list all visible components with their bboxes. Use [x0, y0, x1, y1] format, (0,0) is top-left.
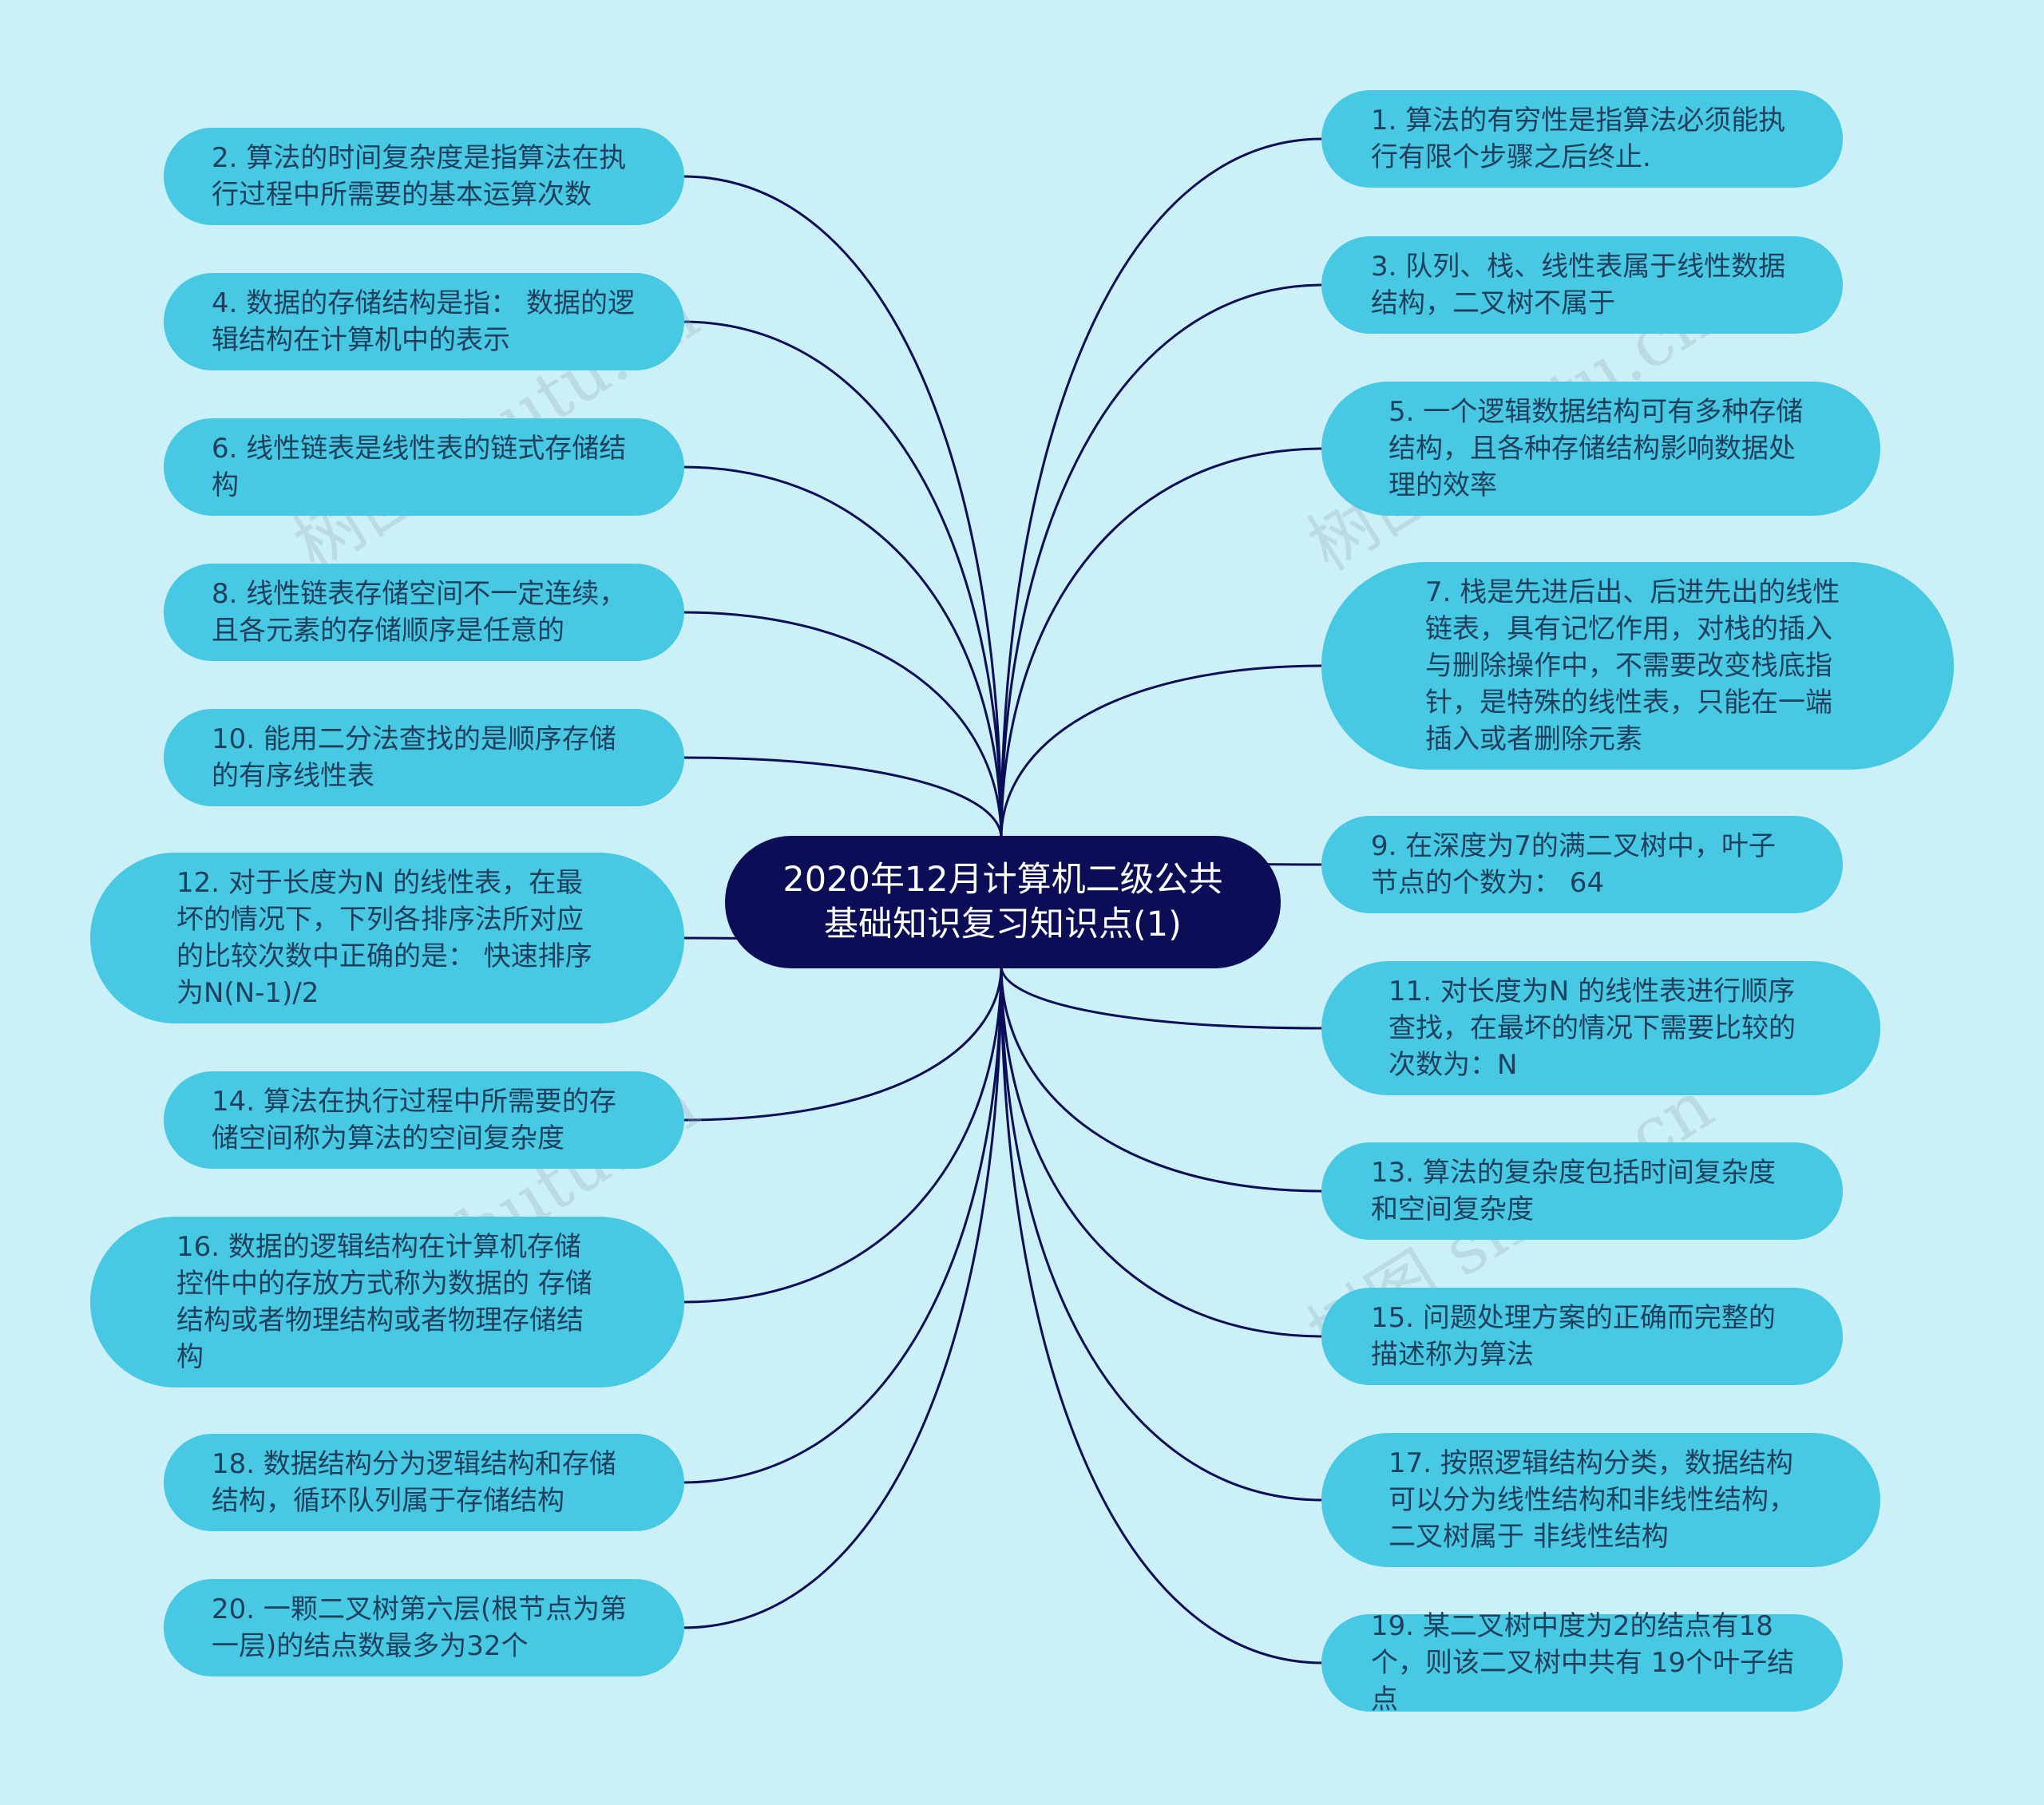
left-node-10[interactable]: 20. 一颗二叉树第六层(根节点为第一层)的结点数最多为32个: [164, 1579, 684, 1676]
connector-right-4: [1000, 664, 1324, 839]
left-node-4[interactable]: 8. 线性链表存储空间不一定连续，且各元素的存储顺序是任意的: [164, 564, 684, 661]
left-node-9-text: 18. 数据结构分为逻辑结构和存储结构，循环队列属于存储结构: [212, 1448, 616, 1517]
connector-right-6: [1000, 965, 1324, 1030]
right-node-7[interactable]: 13. 算法的复杂度包括时间复杂度和空间复杂度: [1321, 1142, 1843, 1240]
right-node-6[interactable]: 11. 对长度为N 的线性表进行顺序查找，在最坏的情况下需要比较的次数为：N: [1321, 961, 1880, 1095]
left-node-1[interactable]: 2. 算法的时间复杂度是指算法在执行过程中所需要的基本运算次数: [164, 128, 684, 225]
connector-left-5: [682, 756, 1003, 839]
right-node-6-text: 11. 对长度为N 的线性表进行顺序查找，在最坏的情况下需要比较的次数为：N: [1388, 976, 1796, 1081]
connector-left-4: [682, 611, 1003, 839]
right-node-9-text: 17. 按照逻辑结构分类，数据结构可以分为线性结构和非线性结构，二叉树属于 非线…: [1388, 1447, 1796, 1553]
right-node-9[interactable]: 17. 按照逻辑结构分类，数据结构可以分为线性结构和非线性结构，二叉树属于 非线…: [1321, 1433, 1880, 1567]
connector-left-9: [682, 965, 1003, 1484]
connector-left-10: [682, 965, 1003, 1629]
connector-left-7: [682, 965, 1003, 1122]
right-node-8-text: 15. 问题处理方案的正确而完整的描述称为算法: [1371, 1302, 1776, 1371]
right-node-1-text: 1. 算法的有穷性是指算法必须能执行有限个步骤之后终止.: [1371, 105, 1786, 173]
central-topic-label: 2020年12月计算机二级公共基础知识复习知识点(1): [782, 860, 1223, 944]
connector-left-1: [682, 175, 1003, 839]
left-node-1-text: 2. 算法的时间复杂度是指算法在执行过程中所需要的基本运算次数: [212, 142, 627, 211]
connector-right-7: [1000, 965, 1324, 1193]
left-node-6[interactable]: 12. 对于长度为N 的线性表，在最坏的情况下，下列各排序法所对应的比较次数中正…: [90, 853, 684, 1023]
connector-right-9: [1000, 965, 1324, 1502]
right-node-5[interactable]: 9. 在深度为7的满二叉树中，叶子节点的个数为： 64: [1321, 816, 1843, 913]
connector-right-3: [1000, 447, 1324, 839]
right-node-7-text: 13. 算法的复杂度包括时间复杂度和空间复杂度: [1371, 1157, 1776, 1225]
right-node-4-text: 7. 栈是先进后出、后进先出的线性链表，具有记忆作用，对栈的插入与删除操作中，不…: [1425, 576, 1840, 755]
left-node-3-text: 6. 线性链表是线性表的链式存储结构: [212, 433, 627, 501]
right-node-10-text: 19. 某二叉树中度为2的结点有18个，则该二叉树中共有 19个叶子结点: [1371, 1610, 1795, 1716]
connector-right-10: [1000, 965, 1324, 1664]
left-node-2-text: 4. 数据的存储结构是指： 数据的逻辑结构在计算机中的表示: [212, 287, 636, 356]
connector-right-8: [1000, 965, 1324, 1338]
left-node-8[interactable]: 16. 数据的逻辑结构在计算机存储控件中的存放方式称为数据的 存储结构或者物理结…: [90, 1217, 684, 1387]
left-node-9[interactable]: 18. 数据结构分为逻辑结构和存储结构，循环队列属于存储结构: [164, 1434, 684, 1531]
left-node-2[interactable]: 4. 数据的存储结构是指： 数据的逻辑结构在计算机中的表示: [164, 273, 684, 370]
right-node-10[interactable]: 19. 某二叉树中度为2的结点有18个，则该二叉树中共有 19个叶子结点: [1321, 1610, 1843, 1716]
connector-right-2: [1000, 283, 1324, 839]
right-node-4[interactable]: 7. 栈是先进后出、后进先出的线性链表，具有记忆作用，对栈的插入与删除操作中，不…: [1321, 562, 1954, 770]
connector-right-1: [1000, 137, 1324, 839]
left-node-8-text: 16. 数据的逻辑结构在计算机存储控件中的存放方式称为数据的 存储结构或者物理结…: [176, 1231, 592, 1373]
connector-left-2: [682, 320, 1003, 839]
connector-left-8: [682, 965, 1003, 1304]
right-node-8[interactable]: 15. 问题处理方案的正确而完整的描述称为算法: [1321, 1288, 1843, 1385]
right-node-3[interactable]: 5. 一个逻辑数据结构可有多种存储结构，且各种存储结构影响数据处理的效率: [1321, 382, 1880, 516]
right-node-5-text: 9. 在深度为7的满二叉树中，叶子节点的个数为： 64: [1371, 830, 1776, 899]
left-node-7[interactable]: 14. 算法在执行过程中所需要的存储空间称为算法的空间复杂度: [164, 1071, 684, 1169]
left-node-10-text: 20. 一颗二叉树第六层(根节点为第一层)的结点数最多为32个: [212, 1593, 628, 1662]
left-node-7-text: 14. 算法在执行过程中所需要的存储空间称为算法的空间复杂度: [212, 1086, 616, 1154]
left-node-4-text: 8. 线性链表存储空间不一定连续，且各元素的存储顺序是任意的: [212, 578, 627, 647]
left-node-6-text: 12. 对于长度为N 的线性表，在最坏的情况下，下列各排序法所对应的比较次数中正…: [176, 867, 592, 1009]
connector-left-3: [682, 465, 1003, 839]
right-node-1[interactable]: 1. 算法的有穷性是指算法必须能执行有限个步骤之后终止.: [1321, 90, 1843, 188]
central-topic[interactable]: 2020年12月计算机二级公共基础知识复习知识点(1): [725, 836, 1281, 968]
right-node-2-text: 3. 队列、栈、线性表属于线性数据结构，二叉树不属于: [1371, 251, 1786, 319]
left-node-3[interactable]: 6. 线性链表是线性表的链式存储结构: [164, 418, 684, 516]
right-node-3-text: 5. 一个逻辑数据结构可有多种存储结构，且各种存储结构影响数据处理的效率: [1388, 396, 1804, 501]
left-node-5[interactable]: 10. 能用二分法查找的是顺序存储的有序线性表: [164, 709, 684, 806]
right-node-2[interactable]: 3. 队列、栈、线性表属于线性数据结构，二叉树不属于: [1321, 236, 1843, 334]
left-node-5-text: 10. 能用二分法查找的是顺序存储的有序线性表: [212, 723, 616, 792]
